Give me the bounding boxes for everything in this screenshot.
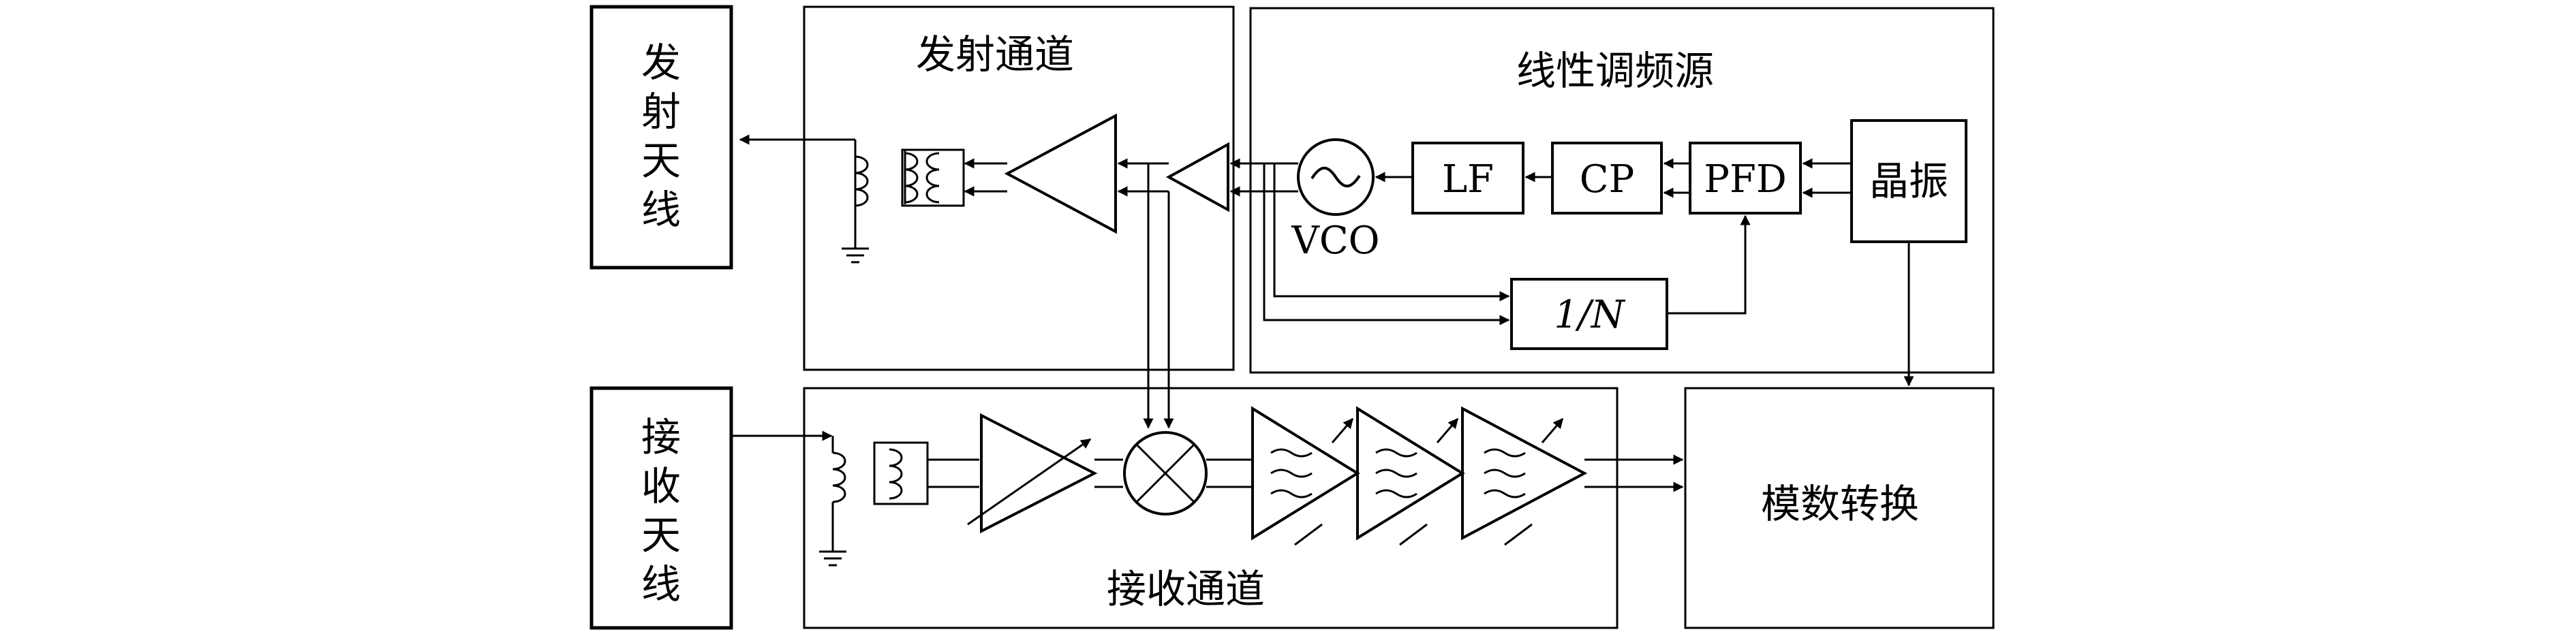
rx-channel-box: 接收通道 (803, 387, 1619, 629)
vco-output-wiring (1229, 158, 1510, 326)
rx-mixer (1123, 431, 1208, 516)
tx-antenna-char-3: 天 (641, 138, 681, 184)
pfd-block: PFD (1689, 142, 1802, 215)
crystal-block: 晶振 (1850, 119, 1967, 243)
tx-channel-title: 发射通道 (916, 31, 1074, 78)
divider-block: 1/N (1510, 278, 1668, 350)
chirp-source-title: 线性调频源 (1516, 48, 1714, 94)
tx-antenna-block: 发 射 天 线 (589, 5, 733, 270)
rx-chain (731, 406, 1684, 567)
rx-filter-amp-2 (1356, 406, 1465, 546)
cp-block: CP (1551, 142, 1663, 215)
rx-channel-title: 接收通道 (1107, 566, 1265, 612)
chirp-source-box: 线性调频源 (1249, 7, 1995, 374)
rx-antenna-char-3: 天 (641, 512, 681, 558)
tx-balun (739, 134, 965, 264)
adc-title: 模数转换 (1761, 481, 1919, 527)
chirp-source-wiring (1375, 158, 1914, 387)
crystal-label: 晶振 (1869, 158, 1948, 204)
vco-label: VCO (1291, 219, 1379, 263)
vco-block: VCO (1291, 138, 1380, 263)
rx-lna (980, 413, 1098, 534)
lf-block: LF (1411, 142, 1524, 215)
rx-antenna-block: 接 收 天 线 (589, 386, 733, 630)
rx-antenna-char-4: 线 (641, 561, 681, 607)
tx-driver-amp (1165, 142, 1229, 212)
tx-antenna-char-1: 发 (641, 39, 681, 86)
tx-chain (739, 113, 1229, 429)
lf-label: LF (1442, 157, 1494, 202)
pfd-label: PFD (1704, 157, 1786, 202)
tx-power-amp (1004, 113, 1117, 234)
rx-filter-amp-3 (1461, 406, 1588, 546)
cp-label: CP (1580, 157, 1635, 202)
rx-antenna-char-2: 收 (641, 463, 681, 509)
rx-balun (731, 430, 979, 567)
adc-box: 模数转换 (1684, 387, 1995, 629)
rx-antenna-char-1: 接 (641, 414, 681, 460)
tx-antenna-char-2: 射 (641, 89, 681, 135)
rx-filter-amp-1 (1251, 406, 1360, 546)
tx-antenna-char-4: 线 (641, 187, 681, 233)
divider-label: 1/N (1554, 293, 1625, 337)
